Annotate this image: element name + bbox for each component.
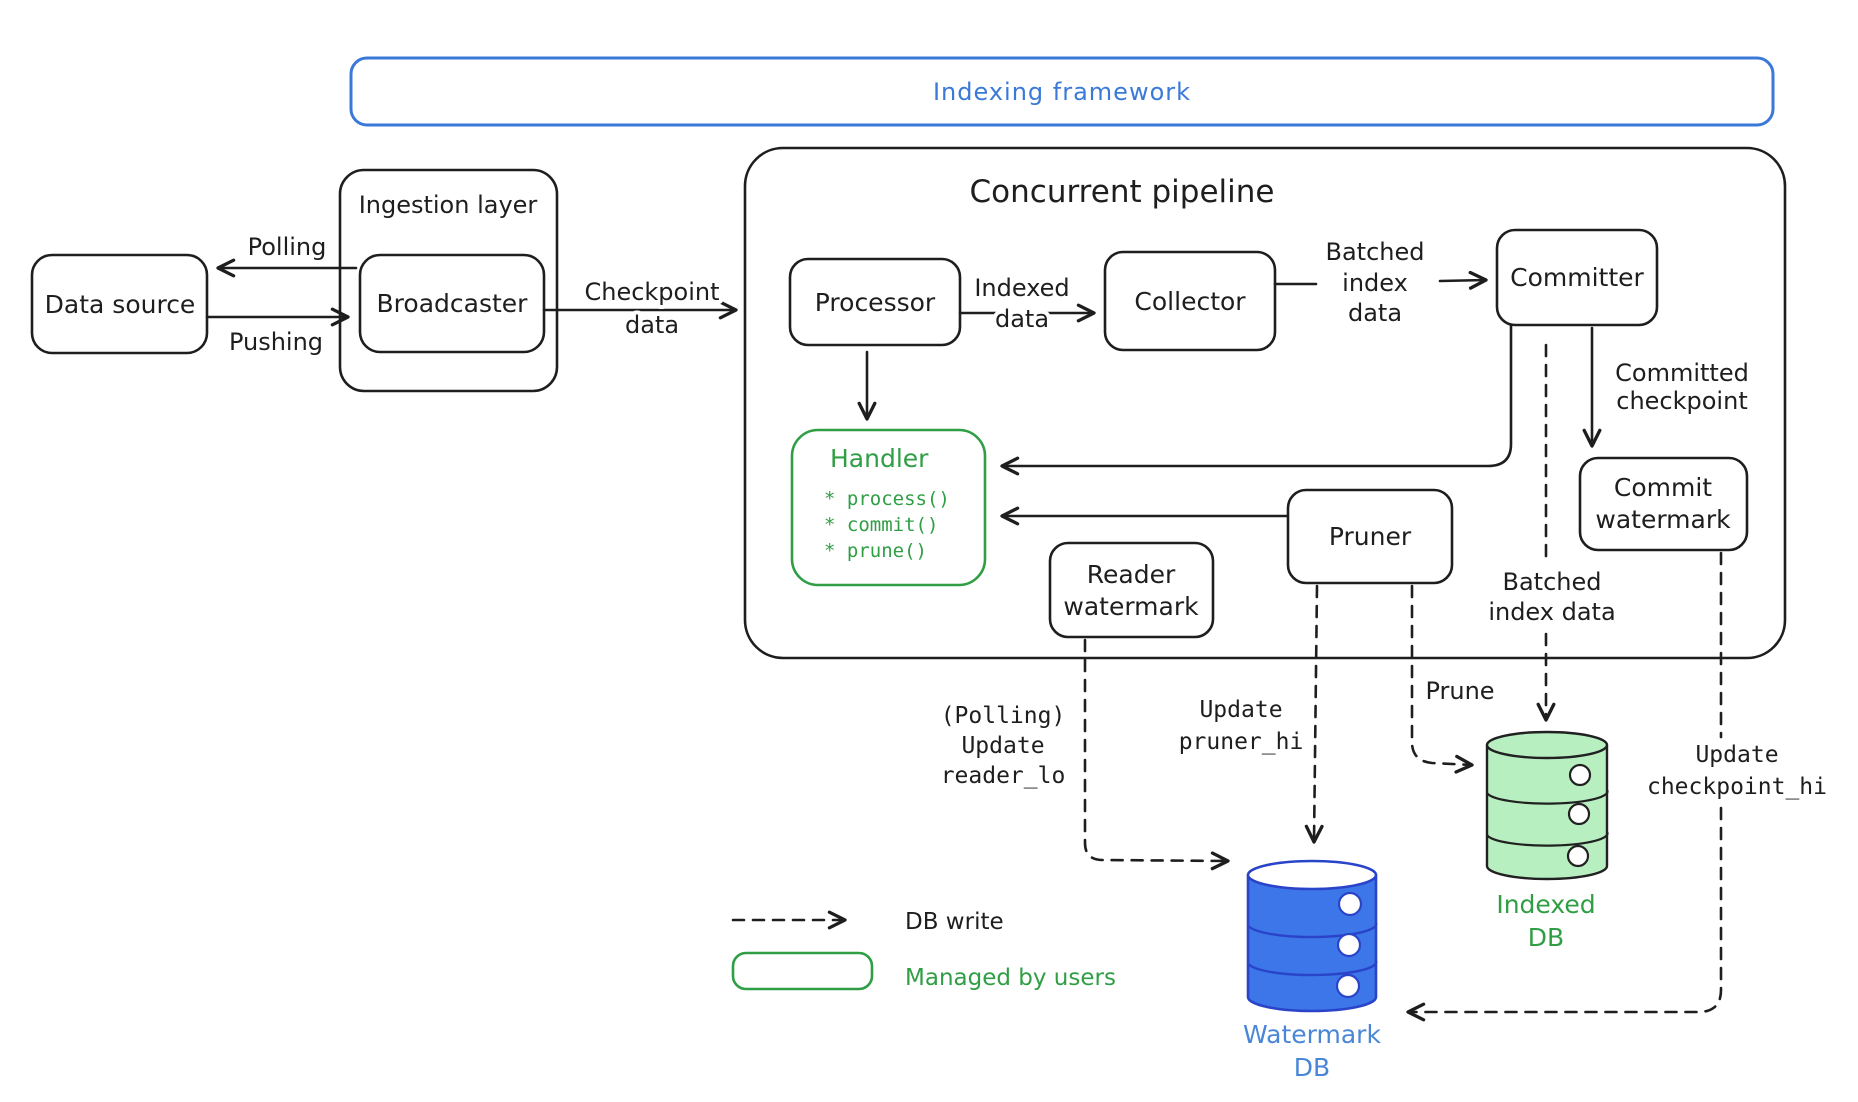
watermark-db-separator <box>1246 960 1378 977</box>
commit-watermark-label-2: watermark <box>1595 505 1731 534</box>
update-reader-lo-label-2: Update <box>961 733 1044 759</box>
indexed-db-label-2: DB <box>1528 923 1564 952</box>
indexed-db-top <box>1485 730 1609 760</box>
batched-index-label-1: Batched <box>1326 238 1425 266</box>
committer-label: Committer <box>1510 263 1644 292</box>
update-pruner-hi-arrow <box>1304 584 1324 844</box>
indexed-db-separator <box>1486 789 1609 805</box>
pushing-label: Pushing <box>229 328 323 356</box>
handler-method-prune: * prune() <box>824 540 927 562</box>
update-checkpoint-hi-label-1: Update <box>1695 742 1778 768</box>
committer-to-handler-arrow <box>1000 323 1513 476</box>
indexed-db-dot <box>1567 802 1591 826</box>
indexed-db-cylinder <box>1485 730 1609 881</box>
update-reader-lo-label-1: (Polling) <box>941 703 1066 729</box>
reader-watermark-label-2: watermark <box>1063 592 1199 621</box>
handler-title: Handler <box>830 444 929 473</box>
reader-watermark-box <box>1048 541 1215 639</box>
update-checkpoint-hi-label-2: checkpoint_hi <box>1647 774 1827 800</box>
update-reader-lo-label-3: reader_lo <box>941 763 1066 789</box>
pruner-label: Pruner <box>1329 522 1412 551</box>
indexed-db-dot <box>1566 844 1590 868</box>
data-source-box <box>30 253 209 355</box>
indexed-data-label-1: Indexed <box>974 274 1069 302</box>
collector-label: Collector <box>1134 287 1246 316</box>
legend-user-box <box>731 951 874 991</box>
batched-index-arrow-seg2 <box>1438 270 1488 290</box>
committed-checkpoint-label-1: Committed <box>1615 359 1749 387</box>
watermark-db-label-2: DB <box>1294 1053 1330 1082</box>
watermark-db-separator <box>1246 922 1378 939</box>
batched-index-db-label-1: Batched <box>1503 568 1602 596</box>
indexing-framework-label: Indexing framework <box>933 78 1191 106</box>
watermark-db-cylinder <box>1246 859 1378 1013</box>
data-source-label: Data source <box>45 290 196 319</box>
reader-watermark-label-1: Reader <box>1087 560 1176 589</box>
prune-arrow <box>1410 584 1474 774</box>
indexed-db-separator <box>1486 831 1609 847</box>
handler-box <box>790 428 987 587</box>
committer-box <box>1495 228 1659 327</box>
watermark-db-dot <box>1336 932 1362 958</box>
indexed-db-label-1: Indexed <box>1496 890 1595 919</box>
batched-index-label-3: data <box>1348 299 1402 327</box>
processor-label: Processor <box>815 288 936 317</box>
polling-label: Polling <box>248 233 327 261</box>
update-pruner-hi-label-1: Update <box>1199 697 1282 723</box>
watermark-db-top <box>1246 859 1378 891</box>
legend: DB write Managed by users <box>731 909 1116 991</box>
broadcaster-box <box>358 253 546 354</box>
update-checkpoint-hi-arrow-seg2 <box>1406 806 1723 1022</box>
checkpoint-data-label-2: data <box>625 311 679 339</box>
ingestion-layer-label: Ingestion layer <box>359 191 538 219</box>
handler-method-commit: * commit() <box>824 514 938 536</box>
indexing-framework-box <box>349 56 1775 127</box>
watermark-db-label-1: Watermark <box>1243 1020 1381 1049</box>
update-pruner-hi-label-2: pruner_hi <box>1179 729 1304 755</box>
legend-db-write-label: DB write <box>905 909 1004 935</box>
update-reader-lo-arrow <box>1083 638 1230 871</box>
checkpoint-data-label-1: Checkpoint <box>584 278 719 306</box>
commit-watermark-label-1: Commit <box>1614 473 1712 502</box>
pruner-box <box>1286 488 1454 585</box>
collector-box <box>1103 250 1277 352</box>
broadcaster-label: Broadcaster <box>377 289 529 318</box>
watermark-db-dot <box>1335 973 1361 999</box>
watermark-db-dot <box>1337 891 1363 917</box>
batched-index-db-label-2: index data <box>1488 598 1615 626</box>
legend-managed-label: Managed by users <box>905 965 1116 991</box>
indexed-db-dot <box>1568 763 1592 787</box>
indexed-data-label-2: data <box>995 305 1049 333</box>
commit-watermark-box <box>1578 456 1749 552</box>
committed-checkpoint-label-2: checkpoint <box>1616 387 1747 415</box>
processor-box <box>788 257 962 347</box>
prune-label: Prune <box>1425 677 1494 705</box>
handler-method-process: * process() <box>824 488 950 510</box>
batched-index-label-2: index <box>1342 269 1408 297</box>
concurrent-pipeline-title: Concurrent pipeline <box>970 174 1275 210</box>
